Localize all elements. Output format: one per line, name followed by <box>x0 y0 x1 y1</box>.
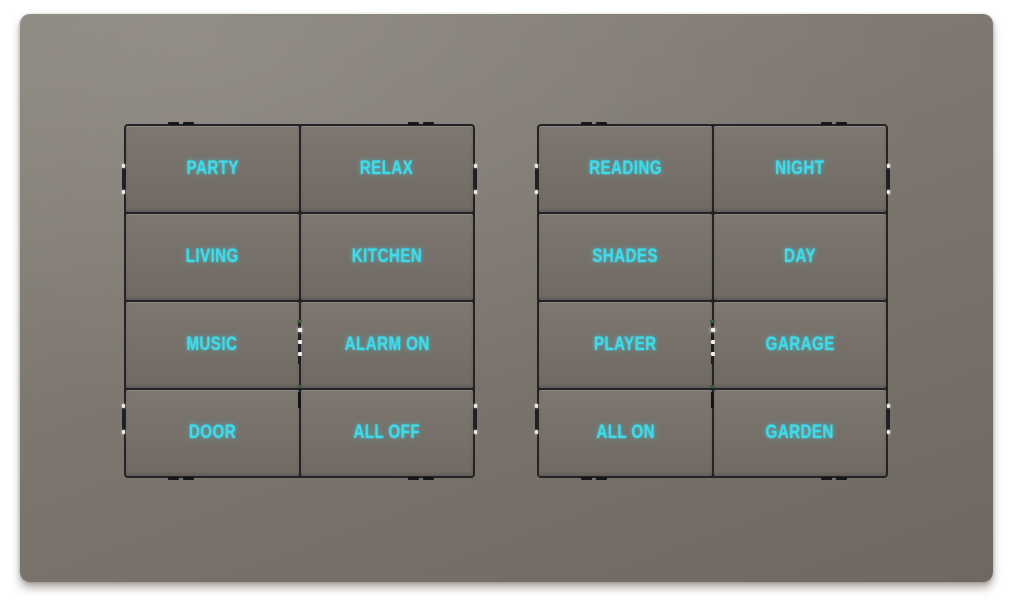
mounting-notch <box>408 122 419 125</box>
button-label: SHADES <box>592 246 659 267</box>
mounting-notch <box>168 477 179 480</box>
button-door[interactable]: DOOR <box>126 390 299 476</box>
button-label: KITCHEN <box>351 246 422 267</box>
button-relax[interactable]: RELAX <box>300 126 473 212</box>
mounting-notch <box>836 122 847 125</box>
button-reading[interactable]: READING <box>539 126 712 212</box>
seam-slot <box>297 392 301 408</box>
button-music[interactable]: MUSIC <box>126 302 299 388</box>
led-indicator-dots <box>710 328 715 332</box>
button-label: DAY <box>783 246 816 267</box>
mounting-notch <box>821 477 832 480</box>
button-label: ALL OFF <box>353 422 421 443</box>
button-garden[interactable]: GARDEN <box>713 390 886 476</box>
status-speck <box>296 320 302 323</box>
mounting-notch <box>821 122 832 125</box>
button-kitchen[interactable]: KITCHEN <box>300 214 473 300</box>
button-label: READING <box>588 158 662 179</box>
led-indicator-slot <box>535 404 538 434</box>
mounting-notch <box>423 122 434 125</box>
mounting-notch <box>183 122 194 125</box>
led-indicator-dots <box>297 328 302 332</box>
mounting-notch <box>836 477 847 480</box>
status-speck <box>296 385 302 388</box>
led-indicator-slot <box>474 404 477 434</box>
button-party[interactable]: PARTY <box>126 126 299 212</box>
button-label: ALL ON <box>595 422 655 443</box>
button-label: PLAYER <box>593 334 657 355</box>
mounting-notch <box>423 477 434 480</box>
led-indicator-slot <box>887 164 890 194</box>
button-label: LIVING <box>185 246 239 267</box>
button-alarm-on[interactable]: ALARM ON <box>300 302 473 388</box>
led-indicator-slot <box>122 404 125 434</box>
button-label: PARTY <box>186 158 239 179</box>
button-garage[interactable]: GARAGE <box>713 302 886 388</box>
mounting-notch <box>183 477 194 480</box>
mounting-notch <box>408 477 419 480</box>
button-shades[interactable]: SHADES <box>539 214 712 300</box>
button-night[interactable]: NIGHT <box>713 126 886 212</box>
led-indicator-slot <box>710 322 714 364</box>
button-label: GARAGE <box>765 334 835 355</box>
led-indicator-slot <box>887 404 890 434</box>
button-all-off[interactable]: ALL OFF <box>300 390 473 476</box>
button-label: RELAX <box>359 158 414 179</box>
led-indicator-slot <box>122 164 125 194</box>
mounting-notch <box>596 477 607 480</box>
led-indicator-slot <box>474 164 477 194</box>
right-keypad: READING NIGHT SHADES DAY PLAYER GARAGE A… <box>535 122 890 480</box>
left-keypad: PARTY RELAX LIVING KITCHEN MUSIC ALARM O… <box>122 122 477 480</box>
button-label: ALARM ON <box>344 334 430 355</box>
mounting-notch <box>596 122 607 125</box>
led-indicator-slot <box>535 164 538 194</box>
status-speck <box>709 320 715 323</box>
button-label: NIGHT <box>775 158 825 179</box>
status-speck <box>709 385 715 388</box>
button-label: DOOR <box>188 422 236 443</box>
button-label: GARDEN <box>765 422 834 443</box>
mounting-notch <box>581 477 592 480</box>
button-player[interactable]: PLAYER <box>539 302 712 388</box>
button-living[interactable]: LIVING <box>126 214 299 300</box>
button-all-on[interactable]: ALL ON <box>539 390 712 476</box>
led-indicator-slot <box>297 322 301 364</box>
mounting-notch <box>168 122 179 125</box>
mounting-notch <box>581 122 592 125</box>
button-label: MUSIC <box>186 334 238 355</box>
wall-plate: PARTY RELAX LIVING KITCHEN MUSIC ALARM O… <box>20 14 993 582</box>
seam-slot <box>710 392 714 408</box>
button-day[interactable]: DAY <box>713 214 886 300</box>
